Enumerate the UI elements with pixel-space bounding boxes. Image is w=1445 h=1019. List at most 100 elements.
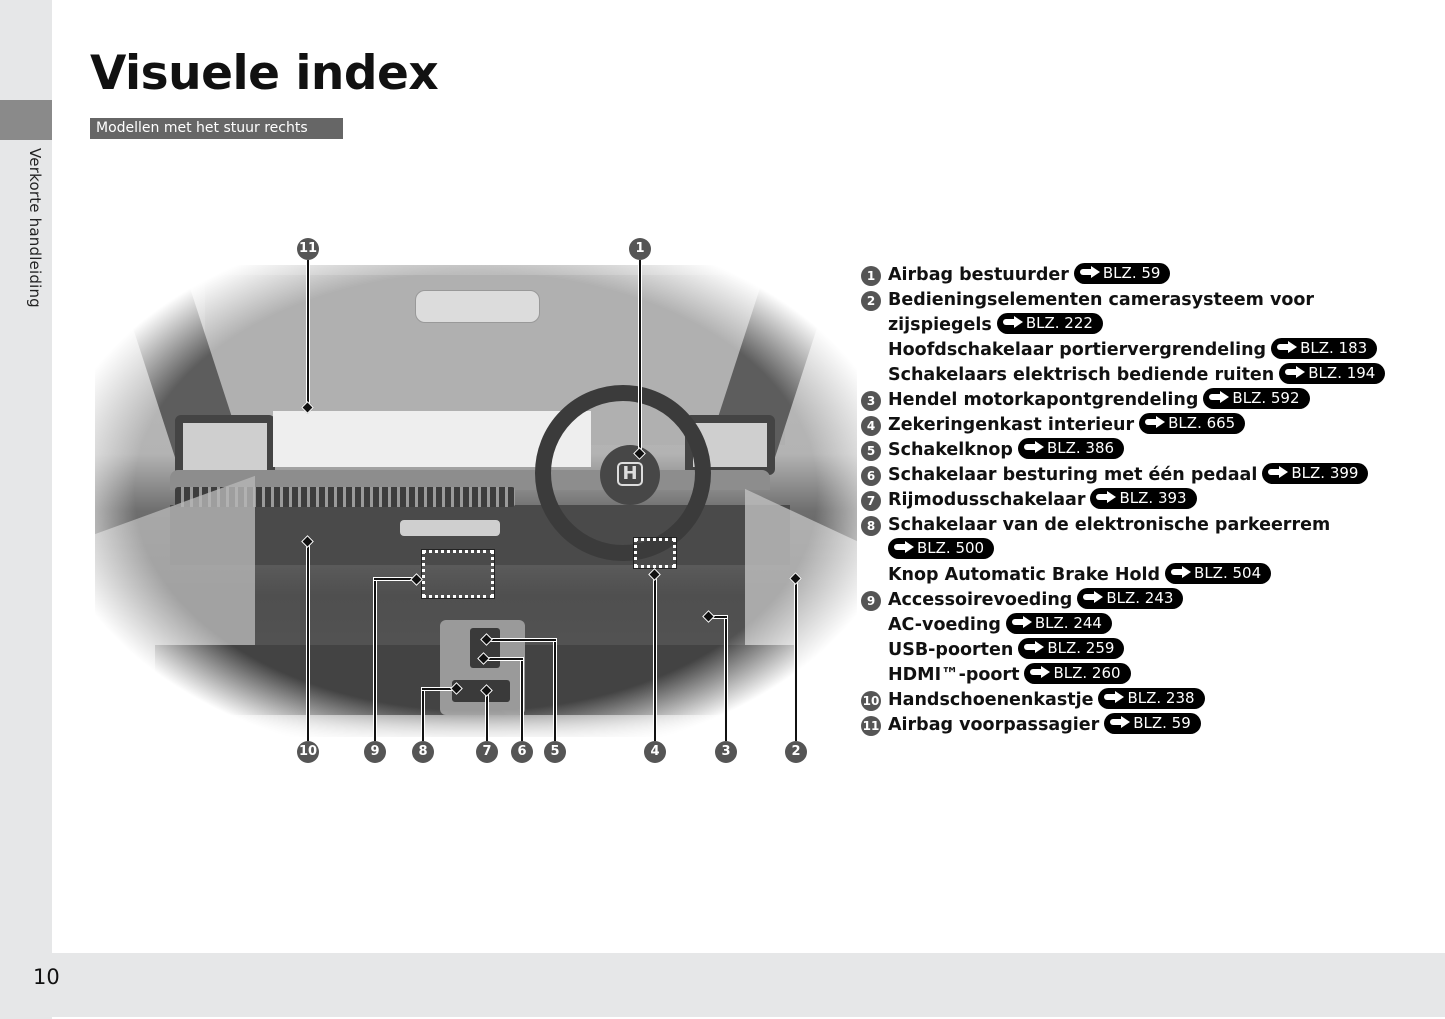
legend-item-label: HDMI™-poort [888, 665, 1020, 685]
page-reference-link[interactable]: BLZ. 183 [1271, 337, 1378, 359]
rearview-mirror [415, 290, 540, 323]
page-reference-text: BLZ. 59 [1133, 713, 1191, 732]
callout-3: 3 [715, 741, 737, 763]
accessory-power-highlight [421, 549, 495, 599]
page-reference-link[interactable]: BLZ. 238 [1098, 687, 1205, 709]
page-reference-link[interactable]: BLZ. 59 [1073, 262, 1171, 284]
callout-10: 10 [297, 741, 319, 763]
leader-line-5 [554, 639, 556, 741]
arrow-right-icon [1079, 266, 1102, 278]
legend-item-label: Knop Automatic Brake Hold [888, 565, 1161, 585]
leader-line-9 [374, 578, 376, 741]
callout-2: 2 [785, 741, 807, 763]
leader-line-8-h [422, 688, 456, 690]
legend-item: Knop Automatic Brake Hold BLZ. 504 [861, 562, 1421, 588]
item-number-badge: 11 [861, 716, 881, 736]
page-reference-link[interactable]: BLZ. 244 [1005, 612, 1112, 634]
legend-item-label: Rijmodusschakelaar [888, 490, 1086, 510]
legend-item-label: USB-poorten [888, 640, 1014, 660]
steering-wheel-hub [600, 445, 660, 505]
legend-item-label: AC-voeding [888, 615, 1001, 635]
arrow-right-icon [1011, 616, 1034, 628]
page-reference-link[interactable]: BLZ. 500 [888, 537, 995, 559]
item-number-badge: 5 [861, 441, 881, 461]
page-reference-link[interactable]: BLZ. 393 [1090, 487, 1197, 509]
item-number-badge: 6 [861, 466, 881, 486]
page-reference-text: BLZ. 386 [1046, 438, 1115, 457]
leader-line-5-h [486, 639, 556, 641]
page-number: 10 [33, 965, 60, 989]
arrow-right-icon [1268, 466, 1290, 478]
leader-line-8 [422, 688, 424, 741]
legend-item-label: Airbag bestuurder [888, 265, 1069, 285]
item-number-badge: 2 [861, 291, 881, 311]
arrow-right-icon [1083, 591, 1105, 603]
leader-line-10 [307, 541, 309, 741]
legend-item-label: zijspiegels [888, 315, 992, 335]
climate-panel [400, 520, 500, 536]
honda-logo-icon: H [617, 462, 643, 486]
leader-line-4 [654, 574, 656, 741]
arrow-right-icon [1023, 441, 1046, 453]
callout-1: 1 [629, 238, 651, 260]
leader-line-6-h [483, 658, 523, 660]
item-number-badge: 10 [861, 691, 881, 711]
arrow-right-icon [1104, 691, 1126, 703]
page-reference-text: BLZ. 194 [1308, 363, 1376, 382]
page-reference-link[interactable]: BLZ. 504 [1165, 562, 1272, 584]
item-number-badge: 4 [861, 416, 881, 436]
page-reference-link[interactable]: BLZ. 194 [1279, 362, 1386, 384]
arrow-right-icon [894, 541, 916, 553]
legend-item-label: Handschoenenkastje [888, 690, 1094, 710]
page-reference-text: BLZ. 504 [1194, 563, 1262, 582]
page-reference-text: BLZ. 592 [1232, 388, 1300, 407]
page-reference-link[interactable]: BLZ. 259 [1018, 637, 1125, 659]
item-number-badge: 8 [861, 516, 881, 536]
page-reference-text: BLZ. 244 [1034, 613, 1102, 632]
legend-item: 10 Handschoenenkastje BLZ. 238 [861, 687, 1421, 713]
arrow-right-icon [1096, 491, 1118, 503]
page-reference-link[interactable]: BLZ. 386 [1017, 437, 1125, 459]
leader-line-3-h [708, 616, 727, 618]
callout-7: 7 [476, 741, 498, 763]
callout-4: 4 [644, 741, 666, 763]
arrow-right-icon [1171, 566, 1193, 578]
model-variant-label: Modellen met het stuur rechts [90, 118, 343, 139]
arrow-right-icon [1024, 641, 1046, 653]
page-reference-link[interactable]: BLZ. 260 [1024, 662, 1131, 684]
page-reference-link[interactable]: BLZ. 399 [1262, 462, 1369, 484]
page-reference-link[interactable]: BLZ. 243 [1077, 587, 1184, 609]
leader-line-9-h [374, 578, 416, 580]
callout-11: 11 [297, 238, 319, 260]
page-reference-link[interactable]: BLZ. 665 [1139, 412, 1246, 434]
item-number-badge: 7 [861, 491, 881, 511]
legend-item-label: Hendel motorkapontgrendeling [888, 390, 1199, 410]
page-reference-link[interactable]: BLZ. 59 [1104, 712, 1201, 734]
page-reference-link[interactable]: BLZ. 592 [1203, 387, 1310, 409]
page-reference-text: BLZ. 238 [1127, 688, 1195, 707]
air-vents [175, 487, 515, 507]
legend-item-label: Zekeringenkast interieur [888, 415, 1135, 435]
dashboard-illustration: H [95, 265, 857, 742]
arrow-right-icon [1285, 366, 1307, 378]
page-reference-text: BLZ. 259 [1047, 638, 1115, 657]
leader-line-7 [486, 690, 488, 741]
legend-item-label: Schakelaar besturing met één pedaal [888, 465, 1258, 485]
callout-6: 6 [511, 741, 533, 763]
arrow-right-icon [1209, 391, 1231, 403]
arrow-right-icon [1277, 341, 1299, 353]
page-reference-link[interactable]: BLZ. 222 [996, 312, 1103, 334]
leader-line-1 [639, 260, 641, 454]
legend-item: BLZ. 500 [861, 537, 1421, 563]
leader-line-2 [795, 578, 797, 741]
leader-line-3 [725, 616, 727, 741]
section-tab-marker [0, 100, 52, 140]
